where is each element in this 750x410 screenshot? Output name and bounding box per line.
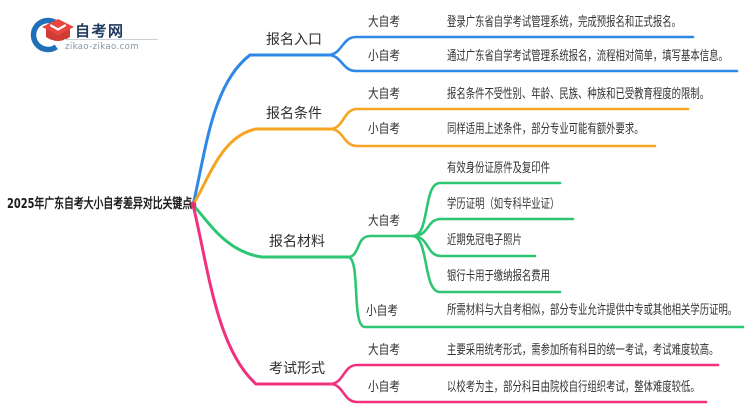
materials-item-photo: 近期免冠电子照片 — [447, 233, 522, 248]
conditions-major-label: 大自考 — [368, 87, 400, 102]
materials-branch-lines — [191, 181, 745, 329]
materials-item-id-card: 有效身份证原件及复印件 — [447, 161, 550, 176]
logo-domain: zikao-zikao.com — [65, 42, 139, 52]
materials-item-diploma: 学历证明（如专科毕业证） — [447, 197, 560, 212]
cap-board — [42, 19, 74, 35]
materials-minor-note: 所需材料与大自考相似，部分专业允许提供中专或其他相关学历证明。 — [447, 303, 738, 318]
materials-item-bank-card: 银行卡用于缴纳报名费用 — [447, 269, 550, 284]
conditions-minor-note: 同样适用上述条件，部分专业可能有额外要求。 — [447, 122, 644, 137]
exam-minor-note: 以校考为主，部分科目由院校自行组织考试，整体难度较低。 — [447, 380, 700, 395]
entry-minor-label: 小自考 — [368, 49, 400, 64]
entry-minor-note: 通过广东省自学考试管理系统报名，流程相对简单，填写基本信息。 — [447, 49, 728, 64]
cap-chevron — [49, 24, 67, 31]
entry-branch-lines — [191, 35, 739, 207]
exam-format-branch-lines — [191, 203, 720, 404]
logo-title: 自考网 — [75, 22, 125, 40]
graduation-cap-icon — [30, 17, 74, 53]
exam-major-note: 主要采用统考形式，需参加所有科目的统一考试，考试难度较高。 — [447, 343, 719, 358]
site-logo: 自考网 zikao-zikao.com — [28, 13, 168, 59]
exam-major-label: 大自考 — [368, 343, 400, 358]
branch-entry-label: 报名入口 — [266, 32, 322, 48]
conditions-branch-lines — [191, 107, 690, 207]
conditions-minor-label: 小自考 — [368, 122, 400, 137]
branch-exam-format-label: 考试形式 — [269, 361, 325, 377]
entry-major-label: 大自考 — [368, 15, 400, 30]
conditions-major-note: 报名条件不受性别、年龄、民族、种族和已受教育程度的限制。 — [447, 87, 710, 102]
materials-minor-label: 小自考 — [366, 304, 398, 319]
exam-minor-label: 小自考 — [368, 380, 400, 395]
logo-divider — [64, 39, 158, 40]
materials-major-label: 大自考 — [368, 214, 400, 229]
entry-major-note: 登录广东省自学考试管理系统，完成预报名和正式报名。 — [447, 15, 682, 30]
branch-conditions-label: 报名条件 — [266, 106, 322, 122]
cap-base — [46, 28, 70, 41]
logo-crescent — [30, 17, 58, 53]
root-anchor-dot — [189, 201, 197, 209]
root-node: 2025年广东自考大小自考差异对比关键点 — [7, 196, 193, 212]
branch-materials-label: 报名材料 — [269, 234, 325, 250]
